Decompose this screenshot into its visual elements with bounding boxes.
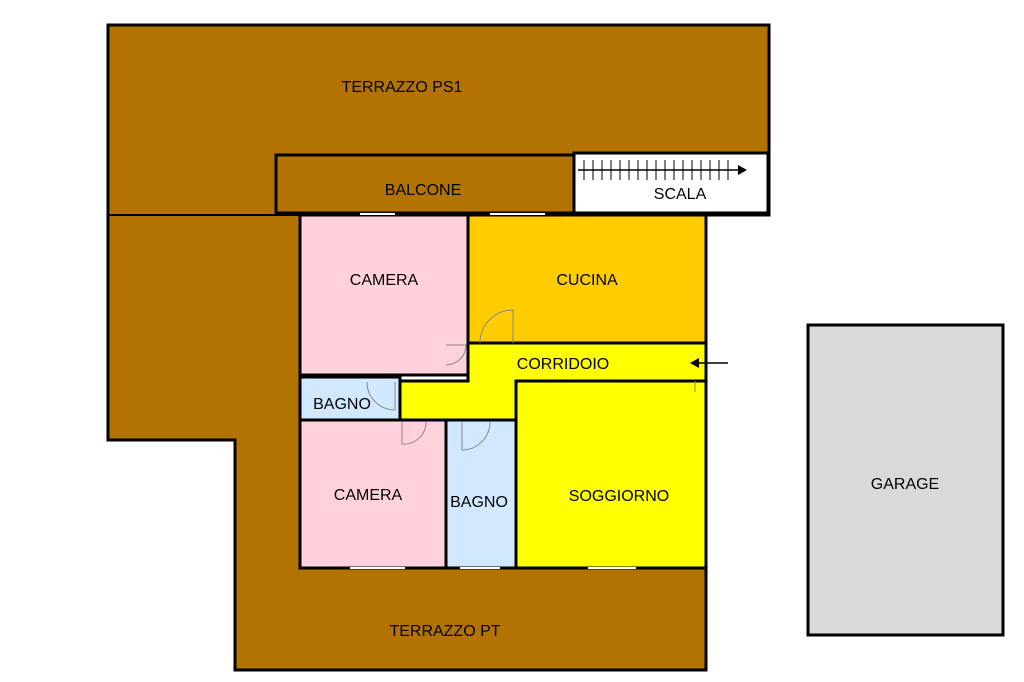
label-corridoio: CORRIDOIO [517, 356, 609, 373]
garage-room [806, 323, 1005, 637]
windows [350, 213, 636, 569]
soggiorno-room [514, 379, 708, 570]
bagno-small-room [298, 375, 402, 422]
label-terrazzo-ps1: TERRAZZO PS1 [342, 79, 463, 96]
camera-top-room [298, 213, 470, 377]
label-terrazzo-pt: TERRAZZO PT [389, 623, 500, 640]
label-camera-top: CAMERA [350, 272, 419, 289]
label-camera-bottom: CAMERA [334, 487, 403, 504]
label-balcone: BALCONE [385, 182, 461, 199]
scala-room [572, 151, 770, 215]
label-bagno: BAGNO [450, 494, 508, 511]
label-garage: GARAGE [871, 476, 939, 493]
door-swings [366, 309, 696, 451]
label-soggiorno: SOGGIORNO [569, 488, 669, 505]
label-cucina: CUCINA [556, 272, 618, 289]
balcone-room [274, 153, 576, 215]
label-scala: SCALA [654, 186, 707, 203]
camera-bottom-room [298, 418, 448, 570]
entrance-arrow-icon [690, 358, 728, 368]
stair-arrow-icon [578, 165, 747, 175]
label-bagno-small: BAGNO [313, 396, 371, 413]
